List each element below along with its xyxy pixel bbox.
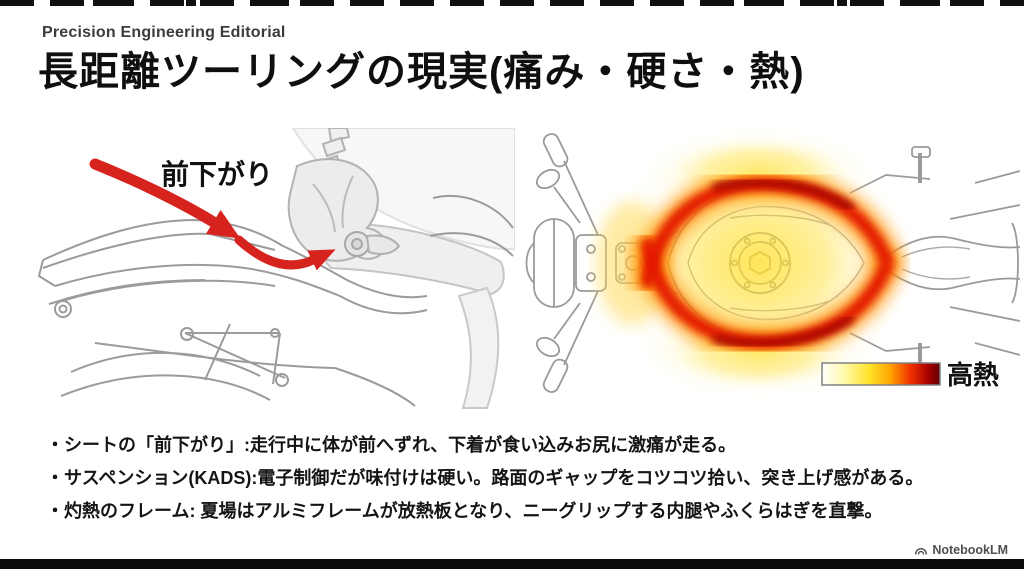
heat-legend-label: 高熱 bbox=[947, 360, 999, 390]
seat-slope-svg: 前下がり bbox=[37, 128, 515, 409]
top-edge-dashes bbox=[0, 0, 1024, 6]
bullet-suspension: ・サスペンション(KADS):電子制御だが味付けは硬い。路面のギャップをコツコツ… bbox=[46, 468, 924, 488]
pelvis-bones bbox=[287, 128, 401, 262]
bullet-list: ・シートの「前下がり」:走行中に体が前へずれ、下着が食い込みお尻に激痛が走る。 … bbox=[46, 429, 1006, 528]
slip-curve-arrow-icon bbox=[234, 235, 336, 271]
bullet-seat: ・シートの「前下がり」:走行中に体が前へずれ、下着が食い込みお尻に激痛が走る。 bbox=[46, 435, 737, 455]
slope-arrow-icon bbox=[89, 158, 241, 239]
heat-overlay bbox=[596, 127, 916, 399]
bike-tail-line-art bbox=[37, 194, 514, 407]
bottom-edge-bar bbox=[0, 559, 1024, 569]
rider-ghost-silhouette bbox=[291, 128, 515, 409]
eyebrow-label: Precision Engineering Editorial bbox=[42, 24, 286, 41]
seat-slope-label: 前下がり bbox=[161, 158, 273, 190]
watermark: NotebookLM bbox=[914, 543, 1008, 557]
heat-scale-legend: 高熱 bbox=[821, 360, 999, 390]
bullet-frame-heat: ・灼熱のフレーム: 夏場はアルミフレームが放熱板となり、ニーグリップする内腿やふ… bbox=[46, 501, 883, 521]
annotation-arrows bbox=[89, 158, 336, 271]
heat-map-illustration: 高熱 bbox=[520, 123, 1020, 405]
heat-map-svg: 高熱 bbox=[525, 127, 1020, 399]
watermark-brand: NotebookLM bbox=[932, 543, 1008, 557]
notebooklm-logo-icon bbox=[915, 548, 928, 555]
heat-legend-bar bbox=[821, 362, 941, 386]
seat-slope-illustration: 前下がり bbox=[35, 128, 515, 410]
page-title: 長距離ツーリングの現実(痛み・硬さ・熱) bbox=[38, 50, 805, 94]
